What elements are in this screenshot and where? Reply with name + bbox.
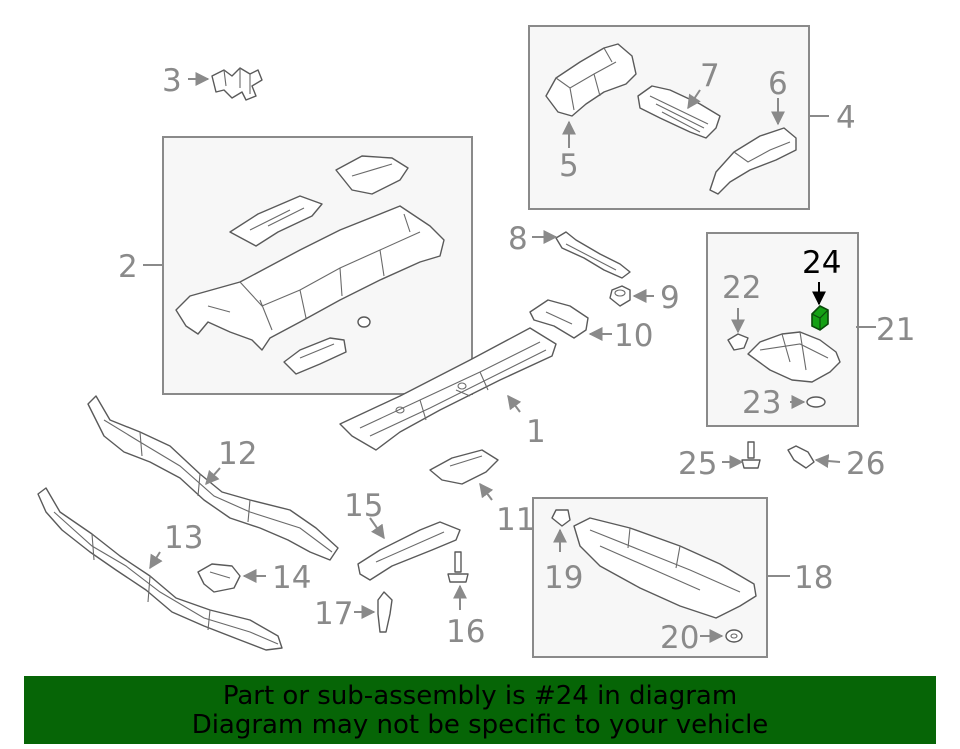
- part-26-shape: [787, 445, 815, 469]
- label-part-12: 12: [218, 436, 257, 472]
- label-part-7: 7: [700, 58, 720, 94]
- part-8-shape: [555, 231, 631, 279]
- part-21-shape: [747, 331, 841, 383]
- part-9-shape: [609, 285, 631, 307]
- part-1-shape: [339, 327, 557, 451]
- label-part-22: 22: [722, 270, 761, 306]
- part-13-shape: [37, 487, 283, 651]
- label-part-5: 5: [559, 148, 579, 184]
- label-part-26: 26: [846, 446, 885, 482]
- part-11-shape: [429, 449, 499, 485]
- banner-line-2: Diagram may not be specific to your vehi…: [191, 710, 769, 740]
- label-part-15: 15: [344, 488, 383, 524]
- label-part-16: 16: [446, 614, 485, 650]
- label-part-10: 10: [614, 318, 653, 354]
- banner-line-1: Part or sub-assembly is #24 in diagram: [222, 681, 738, 711]
- part-16-shape: [447, 551, 469, 583]
- label-part-3: 3: [162, 63, 182, 99]
- label-part-13: 13: [164, 520, 203, 556]
- part-2-shape: [175, 155, 445, 375]
- label-part-19: 19: [544, 560, 583, 596]
- part-17-shape: [377, 591, 393, 633]
- label-part-8: 8: [508, 221, 528, 257]
- label-part-23: 23: [742, 385, 781, 421]
- label-part-11: 11: [496, 502, 535, 538]
- leader-lines: [143, 72, 876, 643]
- part-7-shape: [637, 85, 721, 139]
- label-part-2: 2: [118, 249, 138, 285]
- label-part-1: 1: [526, 414, 546, 450]
- label-part-18: 18: [794, 560, 833, 596]
- part-10-shape: [529, 299, 589, 339]
- part-3-shape: [211, 67, 263, 101]
- part-5-shape: [545, 43, 637, 117]
- part-18-shape: [573, 517, 757, 619]
- part-15-shape: [357, 521, 461, 581]
- label-part-20: 20: [660, 620, 699, 656]
- part-23-shape: [806, 396, 826, 408]
- label-part-24: 24: [802, 245, 841, 281]
- part-25-shape: [741, 441, 761, 469]
- label-part-9: 9: [660, 280, 680, 316]
- label-part-21: 21: [876, 312, 915, 348]
- part-19-shape: [551, 509, 571, 527]
- label-part-17: 17: [314, 596, 353, 632]
- part-12-shape: [87, 395, 339, 561]
- part-14-shape: [197, 563, 241, 593]
- info-banner: Part or sub-assembly is #24 in diagram D…: [24, 676, 936, 744]
- label-part-4: 4: [836, 100, 856, 136]
- part-22-shape: [727, 333, 749, 351]
- part-20-shape: [725, 629, 743, 643]
- part-24-shape: [811, 305, 829, 331]
- label-part-25: 25: [678, 446, 717, 482]
- label-part-14: 14: [272, 560, 311, 596]
- part-6-shape: [709, 127, 797, 195]
- label-part-6: 6: [768, 66, 788, 102]
